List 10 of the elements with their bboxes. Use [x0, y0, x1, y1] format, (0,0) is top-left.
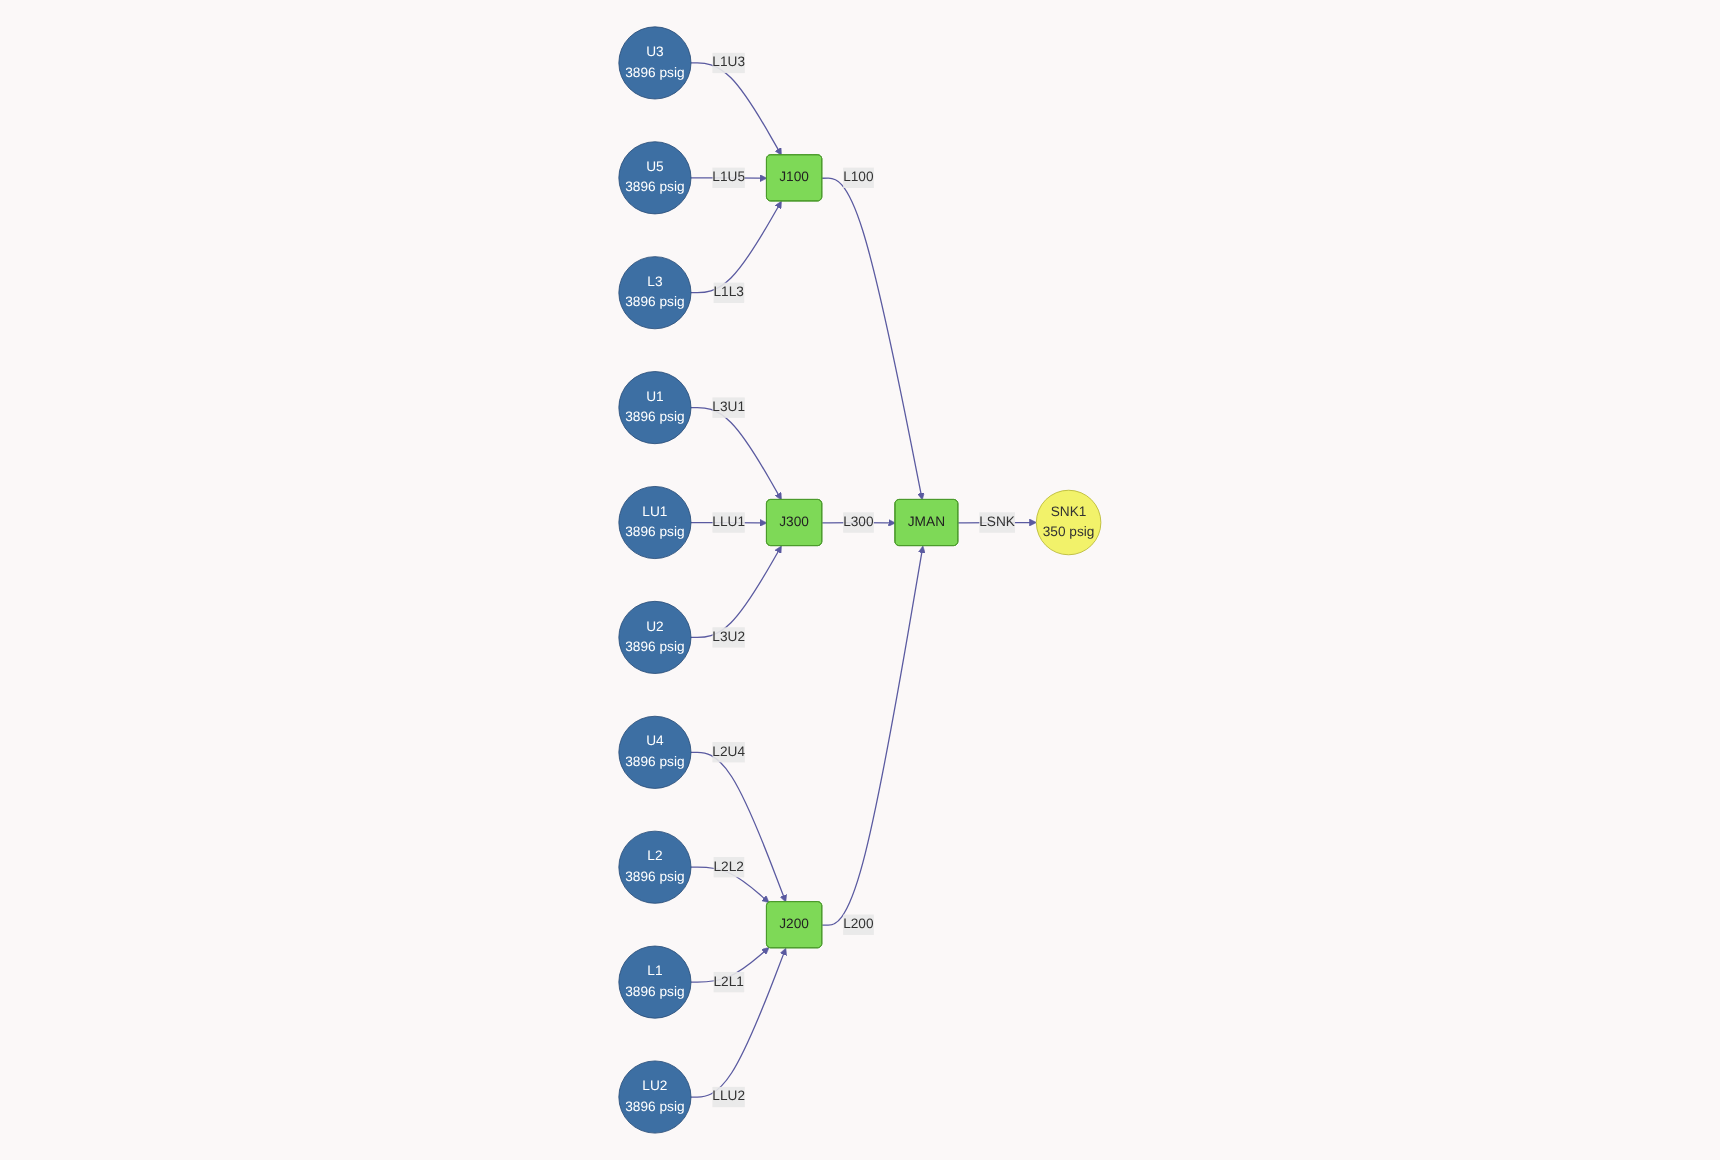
- arrow: [690, 947, 770, 983]
- arrow: [690, 62, 782, 156]
- arrow: [690, 866, 770, 903]
- arrow: [821, 545, 926, 926]
- arrow: [690, 201, 782, 294]
- arrow: [821, 177, 925, 501]
- arrow: [690, 751, 787, 903]
- arrow: [690, 407, 782, 501]
- arrow: [690, 545, 782, 639]
- arrow: [690, 947, 787, 1098]
